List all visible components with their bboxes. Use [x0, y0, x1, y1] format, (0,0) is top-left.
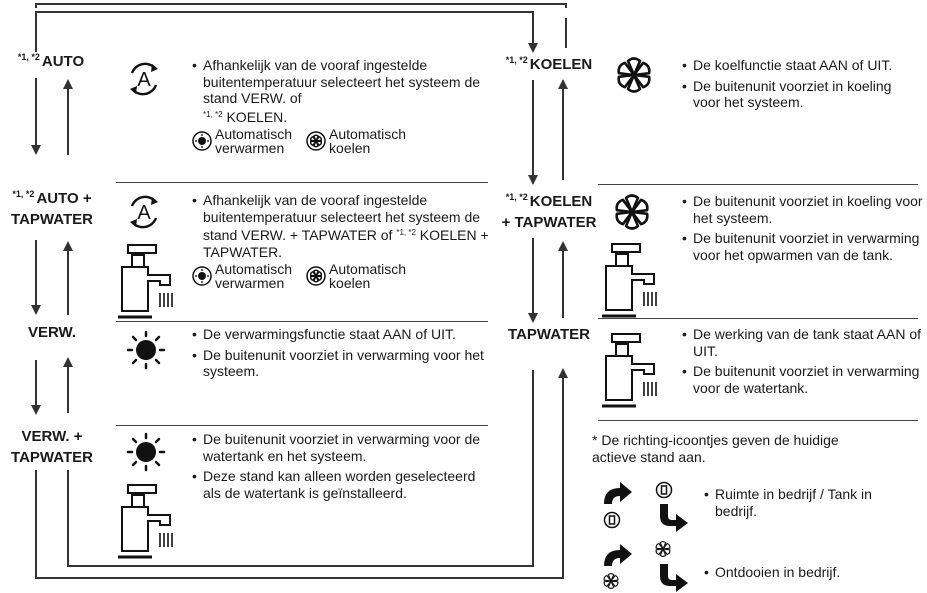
divider — [598, 318, 918, 319]
mode-verw: VERW. — [27, 324, 77, 341]
mode-tapwater: TAPWATER — [508, 326, 590, 343]
direction-note: * De richting-icoontjes geven de huidige… — [592, 432, 839, 465]
auto-mode-icon — [128, 195, 160, 229]
defrost-arrow-icon — [602, 540, 688, 592]
sun-icon — [126, 432, 166, 472]
desc-tapwater: De werking van de tank staat AAN of UIT.… — [682, 326, 922, 400]
direction-legend-1: Ruimte in bedrijf / Tank in bedrijf. — [704, 486, 904, 523]
direction-arrow-icon — [603, 481, 688, 532]
snowflake-icon — [306, 266, 327, 286]
desc-verw-tapwater: De buitenunit voorziet in verwarming voo… — [192, 431, 484, 505]
divider — [116, 425, 488, 426]
desc-koelen: De koelfunctie staat AAN of UIT. De buit… — [682, 57, 922, 115]
divider — [598, 420, 918, 421]
divider — [116, 321, 488, 322]
desc-koelen-tapwater: De buitenunit voorziet in koeling voor h… — [682, 193, 924, 267]
desc-auto: Afhankelijk van de vooraf ingestelde bui… — [192, 57, 484, 155]
snowflake-icon — [306, 131, 327, 151]
divider — [116, 182, 488, 183]
faucet-icon — [118, 483, 174, 559]
snowflake-icon — [615, 57, 653, 93]
desc-verw: De verwarmingsfunctie staat AAN of UIT. … — [192, 326, 484, 384]
mode-verw-tapwater: VERW. + TAPWATER — [11, 428, 93, 466]
sun-icon — [192, 266, 212, 286]
faucet-icon — [602, 242, 658, 318]
faucet-icon — [118, 243, 174, 319]
auto-mode-icon — [128, 62, 160, 96]
divider — [598, 184, 918, 185]
sun-icon — [192, 131, 212, 151]
direction-legend-2: Ontdooien in bedrijf. — [704, 564, 904, 585]
desc-auto-tapwater: Afhankelijk van de vooraf ingestelde bui… — [192, 192, 492, 290]
sun-icon — [126, 330, 166, 370]
snowflake-icon — [613, 194, 651, 230]
faucet-icon — [602, 332, 658, 408]
